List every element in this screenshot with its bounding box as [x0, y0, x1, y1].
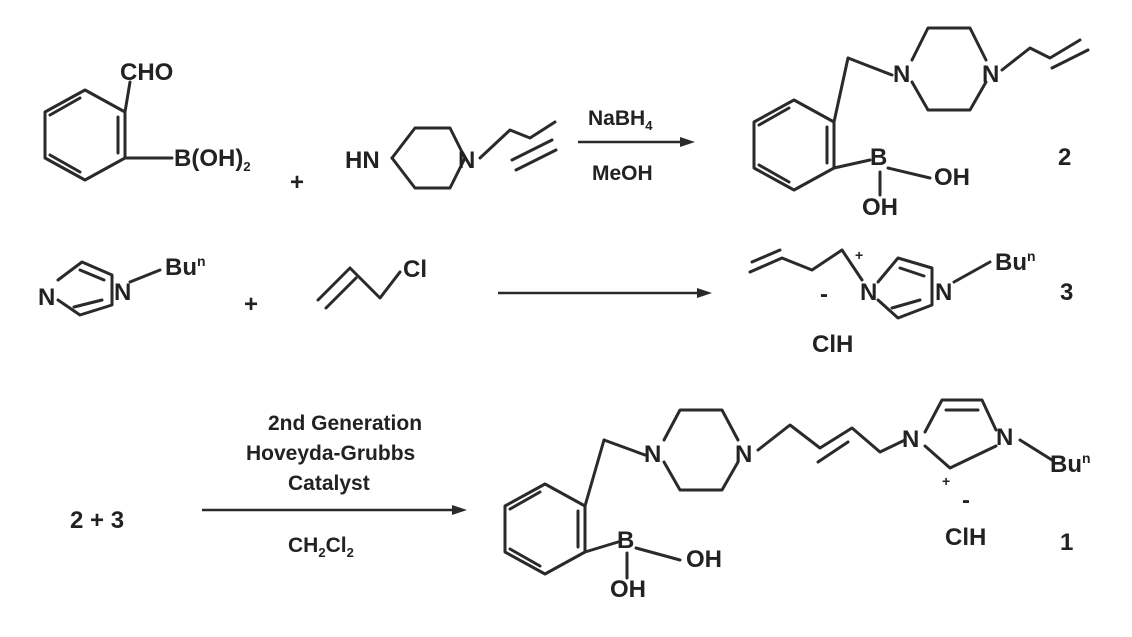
solvent-ch2cl2: CH2Cl2 [288, 534, 354, 560]
product-1-oh2: OH [610, 576, 646, 603]
product-2-bonds [752, 26, 1090, 197]
product-3-clh: ClH [812, 331, 853, 358]
solvent-meoh: MeOH [592, 162, 653, 185]
reactant-formylphenylboronic-acid: CHO B(OH)2 [43, 59, 251, 182]
chlorine-label: Cl [403, 256, 427, 283]
product-1: N N N N + - Bun ClH B OH OH 1 [503, 398, 1091, 603]
product-1-bonds [503, 398, 1054, 580]
product-2-n2: N [982, 61, 999, 88]
product-3-butyl: Bun [995, 248, 1036, 276]
product-3-n1: N [860, 279, 877, 306]
piperazine-ring-1 [390, 120, 558, 190]
arrow-row1: NaBH4 MeOH [578, 107, 695, 185]
product-1-n4: N [996, 424, 1013, 451]
compound-number-1: 1 [1060, 529, 1073, 556]
product-1-n2: N [735, 441, 752, 468]
product-2-n1: N [893, 61, 910, 88]
product-3-n2: N [935, 279, 952, 306]
product-1-minus: - [962, 487, 970, 514]
product-3: + - N N Bun ClH 3 [748, 247, 1073, 358]
compound-number-3: 3 [1060, 279, 1073, 306]
benzene-ring-1 [43, 80, 174, 182]
product-2: N N B OH OH 2 [752, 26, 1090, 221]
product-2-oh1: OH [934, 164, 970, 191]
product-1-clh: ClH [945, 524, 986, 551]
product-1-butyl: Bun [1050, 450, 1091, 478]
reactant-butylimidazole: N N Bun [38, 253, 206, 317]
boronic-acid-label: B(OH)2 [174, 145, 251, 174]
reactant-allyl-chloride: Cl [316, 256, 427, 310]
imidazole-n-a: N [38, 284, 55, 311]
product-3-minus: - [820, 281, 828, 308]
product-3-bonds [748, 248, 992, 320]
catalyst-line3: Catalyst [288, 472, 370, 495]
plus-sign-row2: + [244, 291, 258, 318]
product-1-n3: N [902, 426, 919, 453]
arrow-row2 [498, 288, 712, 298]
aldehyde-label: CHO [120, 59, 173, 86]
product-2-oh2: OH [862, 194, 898, 221]
catalyst-line1: 2nd Generation [268, 412, 422, 435]
allyl-chloride-bonds [316, 266, 402, 310]
compound-number-2: 2 [1058, 144, 1071, 171]
reagent-nabh4: NaBH4 [588, 107, 653, 133]
product-2-boron: B [870, 144, 887, 171]
product-1-boron: B [617, 527, 634, 554]
arrow-row3: 2nd Generation Hoveyda-Grubbs Catalyst C… [202, 412, 467, 560]
catalyst-line2: Hoveyda-Grubbs [246, 442, 415, 465]
product-1-oh1: OH [686, 546, 722, 573]
product-3-plus: + [855, 247, 863, 263]
butyl-label: Bun [165, 253, 206, 281]
reactant-allylpiperazine: HN N [345, 120, 558, 190]
hn-label: HN [345, 147, 380, 174]
product-1-plus: + [942, 473, 950, 489]
product-1-n1: N [644, 441, 661, 468]
reactants-2-plus-3: 2 + 3 [70, 507, 124, 534]
piperazine-n-label: N [458, 147, 475, 174]
plus-sign-row1: + [290, 169, 304, 196]
imidazole-ring-1 [56, 260, 162, 317]
imidazole-n-b: N [114, 279, 131, 306]
